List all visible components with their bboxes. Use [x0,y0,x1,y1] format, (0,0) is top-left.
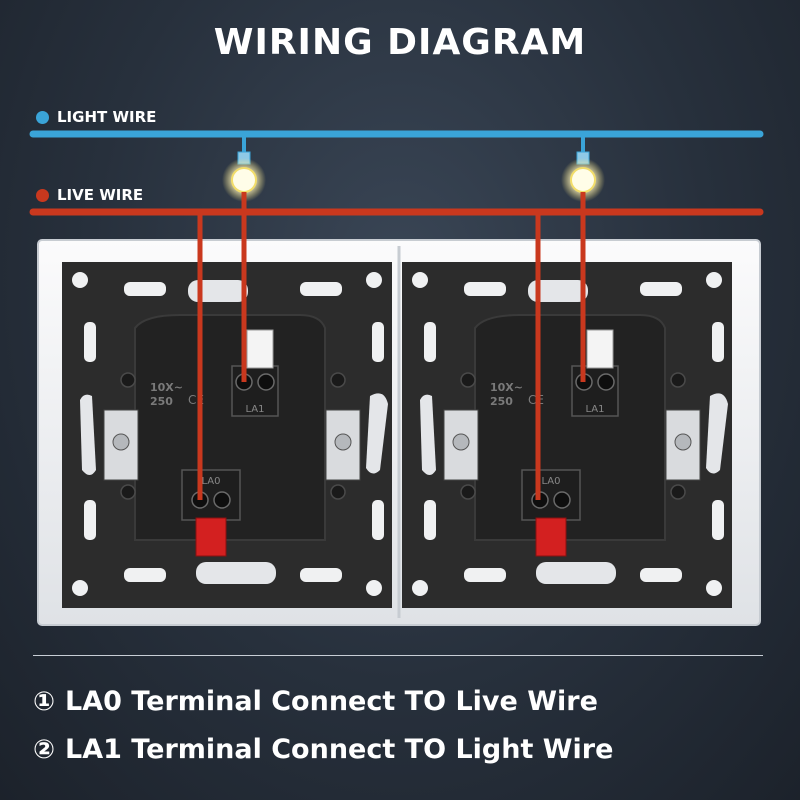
bulb-1 [222,134,266,202]
legend-live-wire: LIVE WIRE [36,186,143,204]
la0-label: LA0 [541,476,560,487]
la1-label: LA1 [245,404,264,415]
switch-module-2: LA1 LA0 10X~ 250 CE [402,262,732,608]
live-wire-dot-icon [36,188,49,202]
light-bulb-icon [570,167,596,193]
divider [33,655,763,656]
la0-label: LA0 [201,476,220,487]
bulb-2 [561,134,605,202]
rating-label-line2: 250 [150,395,173,408]
legend-light-wire: LIGHT WIRE [36,108,156,126]
rating-label-line1: 10X~ [490,381,523,394]
light-bulb-icon [231,167,257,193]
page-title: WIRING DIAGRAM [213,22,587,63]
la1-label: LA1 [585,404,604,415]
legend-live-wire-label: LIVE WIRE [57,186,144,204]
note-la0: ① LA0 Terminal Connect TO Live Wire [33,686,598,717]
switch-module-1: LA1 LA0 10X~ 250 CE [62,262,392,608]
note-number: ① [33,686,56,717]
note-text: LA1 Terminal Connect TO Light Wire [65,734,614,765]
note-la1: ② LA1 Terminal Connect TO Light Wire [33,734,613,765]
light-wire-dot-icon [36,110,49,124]
note-text: LA0 Terminal Connect TO Live Wire [65,686,598,717]
legend-light-wire-label: LIGHT WIRE [57,108,157,126]
note-number: ② [33,734,56,765]
rating-label-line1: 10X~ [150,381,183,394]
rating-label-line2: 250 [490,395,513,408]
